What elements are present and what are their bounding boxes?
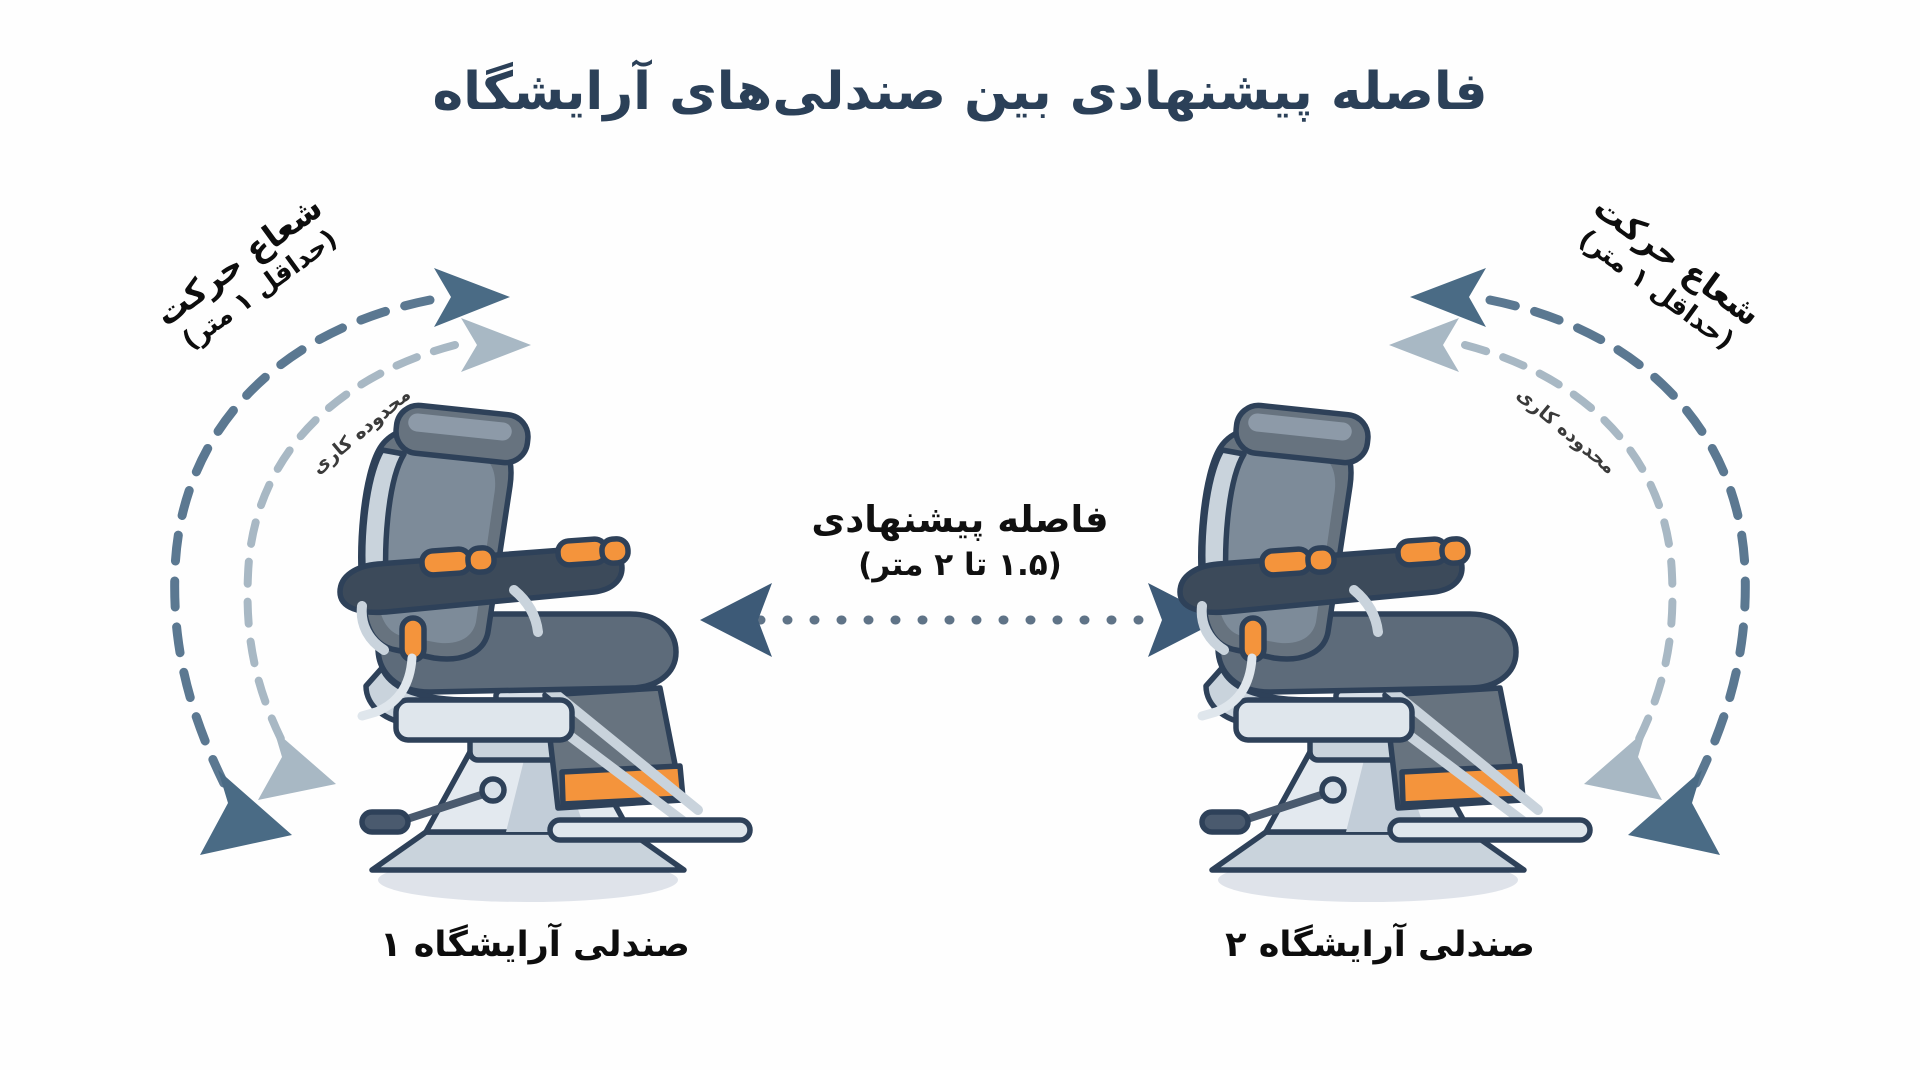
chair-armrest-orange-grip-4 bbox=[599, 536, 631, 566]
chair-armrest-orange-grip-4 bbox=[1439, 536, 1471, 566]
page-title: فاصله پیشنهادی بین صندلی‌های آرایشگاه bbox=[432, 62, 1488, 122]
chair-pump-lever-pivot bbox=[479, 776, 507, 804]
chair-armrest-bar bbox=[337, 545, 625, 616]
barber-chair-1 bbox=[300, 400, 770, 920]
chair-headrest-highlight bbox=[1248, 413, 1352, 441]
chair-armrest-support-rear bbox=[1196, 601, 1229, 655]
chair-base-cone-shade bbox=[506, 752, 586, 832]
chair-pump-lever-rod bbox=[394, 788, 494, 826]
barber-chair-illustration bbox=[1177, 402, 1593, 902]
chair-armrest-support-front bbox=[509, 585, 543, 637]
left-arc-bottom-arrowhead-dark bbox=[200, 770, 292, 855]
chair-armrest-orange-grip-2 bbox=[1305, 545, 1337, 575]
chair-armrest-support-rear bbox=[356, 601, 389, 655]
chair-seat-base-block bbox=[393, 697, 575, 743]
chair-footplate bbox=[1387, 817, 1593, 843]
chair-armrest-orange-grip-2 bbox=[465, 545, 497, 575]
chair-armrest-bar bbox=[1177, 545, 1465, 616]
left-movement-radius-label: شعاع حرکت (حداقل ۱ متر) bbox=[148, 187, 348, 360]
chair-recline-lever-rod bbox=[1197, 653, 1257, 721]
recommended-distance-value: (۱.۵ تا ۲ متر) bbox=[858, 547, 1062, 583]
chair-base-cone-shade bbox=[1346, 752, 1426, 832]
chair-pump-lever-pivot bbox=[1319, 776, 1347, 804]
barber-chair-illustration bbox=[337, 402, 753, 902]
chair-pump-lever-handle bbox=[1199, 809, 1251, 835]
chair-2-caption: صندلی آرایشگاه ۲ bbox=[1225, 925, 1535, 965]
barber-chair-2 bbox=[1140, 400, 1610, 920]
chair-headrest-highlight bbox=[408, 413, 512, 441]
chair-1-caption: صندلی آرایشگاه ۱ bbox=[380, 925, 690, 965]
right-movement-radius-label: شعاع حرکت (حداقل ۱ متر) bbox=[1568, 187, 1768, 360]
right-arc-top-arrowhead-light bbox=[1389, 318, 1459, 372]
right-arc-top-arrowhead-dark bbox=[1410, 268, 1486, 327]
left-arc-top-arrowhead-light bbox=[461, 318, 531, 372]
recommended-distance-title: فاصله پیشنهادی bbox=[811, 498, 1109, 541]
right-arc-bottom-arrowhead-dark bbox=[1628, 770, 1720, 855]
chair-armrest-orange-grip-1 bbox=[1259, 546, 1313, 578]
recommended-distance-label: فاصله پیشنهادی (۱.۵ تا ۲ متر) bbox=[660, 498, 1260, 583]
chair-footplate bbox=[547, 817, 753, 843]
chair-armrest-orange-grip-1 bbox=[419, 546, 473, 578]
left-arc-top-arrowhead-dark bbox=[434, 268, 510, 327]
chair-pump-lever-rod bbox=[1234, 788, 1334, 826]
chair-seat-base-block bbox=[1233, 697, 1415, 743]
chair-armrest-support-front bbox=[1349, 585, 1383, 637]
chair-recline-lever-rod bbox=[357, 653, 417, 721]
chair-pump-lever-handle bbox=[359, 809, 411, 835]
